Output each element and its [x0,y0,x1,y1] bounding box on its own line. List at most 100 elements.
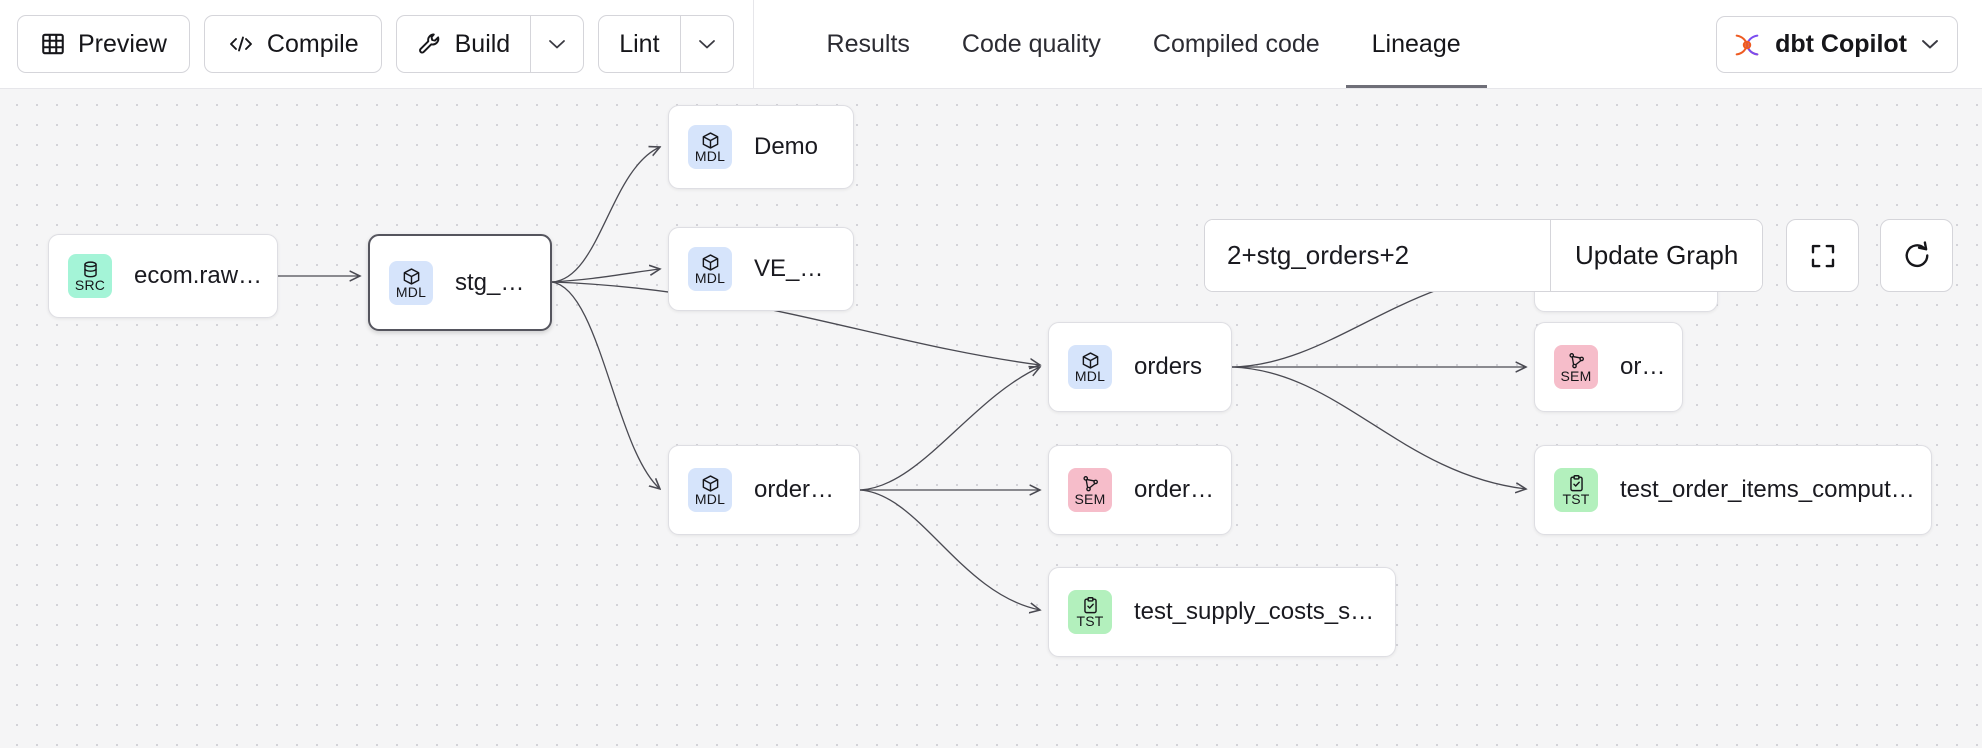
badge-text: MDL [694,491,726,507]
source-badge: SRC [68,254,112,298]
lineage-edges [278,89,1982,748]
lineage-node-stg-orders[interactable]: MDL stg_orders [368,234,552,331]
toolbar-divider [752,0,754,89]
lint-button-label: Lint [619,29,660,58]
lineage-node-ecom-raw-orders[interactable]: SRC ecom.raw_orders [48,234,278,318]
action-button-group: Preview Compile Build [0,0,734,88]
tab-code-quality-label: Code quality [961,29,1101,58]
tab-lineage-label: Lineage [1371,29,1461,58]
graph-selector-input[interactable] [1205,220,1550,291]
badge-text: TST [1076,613,1104,629]
lint-dropdown-toggle[interactable] [679,16,733,72]
node-label: test_order_items_compute_to_bools_c… [1620,476,1931,503]
test-badge: TST [1554,468,1598,512]
badge-text: MDL [694,148,726,164]
badge-text: SRC [74,277,106,293]
lint-button[interactable]: Lint [599,16,679,72]
lineage-node-ve-demo[interactable]: MDL VE_Demo [668,227,854,311]
node-label: test_supply_costs_sum_correctly [1134,598,1395,625]
update-graph-button[interactable]: Update Graph [1550,220,1763,291]
tab-results-label: Results [826,29,910,58]
badge-text: MDL [1074,368,1106,384]
node-label: order_items [754,476,859,503]
refresh-icon [1902,240,1932,271]
edge-orderItems-orders [859,367,1040,491]
cube-icon [402,267,421,286]
code-brackets-icon [227,32,255,56]
compile-button-label: Compile [266,29,359,58]
chevron-down-icon [697,36,717,53]
node-label: orders [1620,353,1682,380]
semantic-graph-icon [1567,351,1586,370]
fullscreen-icon [1808,241,1838,271]
lineage-node-orders-model[interactable]: MDL orders [1048,322,1232,412]
fullscreen-button[interactable] [1786,219,1859,292]
lineage-node-test-order-items[interactable]: TST test_order_items_compute_to_bools_c… [1534,445,1932,535]
clipboard-check-icon [1081,596,1100,615]
clipboard-check-icon [1567,474,1586,493]
update-graph-label: Update Graph [1575,240,1739,270]
tab-compiled-code[interactable]: Compiled code [1127,0,1346,88]
lineage-node-demo[interactable]: MDL Demo [668,105,854,189]
node-label: order_item [1134,476,1231,503]
edge-stgOrders-demo [551,147,660,283]
dbt-copilot-label: dbt Copilot [1775,30,1907,58]
edge-stgOrders-orders [551,281,1040,365]
preview-button[interactable]: Preview [17,15,190,73]
semantic-badge: SEM [1068,468,1112,512]
badge-text: TST [1562,491,1590,507]
lineage-node-test-supply-costs[interactable]: TST test_supply_costs_sum_correctly [1048,567,1396,657]
top-toolbar: Preview Compile Build [0,0,1982,89]
test-badge: TST [1068,590,1112,634]
build-button-label: Build [454,29,511,58]
lineage-canvas[interactable]: SRC ecom.raw_orders MDL stg_orders MDL D… [0,89,1982,748]
build-dropdown-toggle[interactable] [530,16,583,72]
refresh-button[interactable] [1880,219,1953,292]
lint-button-group: Lint [598,15,734,73]
cube-icon [1081,351,1100,370]
node-label: orders [1134,353,1203,380]
edge-orderItems-testSupply [859,489,1040,610]
edge-stgOrders-veDemo [551,269,660,283]
badge-text: SEM [1074,491,1106,507]
edge-orders-testOrderItems [1231,366,1526,489]
lineage-node-orders-semantic[interactable]: SEM orders [1534,322,1683,412]
edge-stgOrders-orderItems [551,281,660,489]
node-label: Demo [754,133,819,160]
model-badge: MDL [688,468,732,512]
chevron-down-icon [547,36,567,53]
build-button-group: Build [395,15,585,73]
lineage-node-order-items[interactable]: MDL order_items [668,445,860,535]
chevron-down-icon [1920,36,1940,53]
table-icon [40,31,66,57]
build-button[interactable]: Build [397,16,531,72]
tab-compiled-code-label: Compiled code [1152,29,1320,58]
graph-selector-group: Update Graph [1204,219,1764,292]
tab-bar: Results Code quality Compiled code Linea… [801,0,1487,88]
badge-text: MDL [395,283,427,300]
cube-icon [701,474,720,493]
semantic-badge: SEM [1554,345,1598,389]
lineage-node-order-item-semantic[interactable]: SEM order_item [1048,445,1232,535]
node-label: ecom.raw_orders [134,262,277,289]
badge-text: SEM [1560,368,1592,384]
semantic-graph-icon [1081,474,1100,493]
tab-results[interactable]: Results [801,0,936,88]
node-label: VE_Demo [754,255,853,282]
model-badge: MDL [688,125,732,169]
wrench-icon [417,31,443,57]
compile-button[interactable]: Compile [203,15,382,73]
model-badge: MDL [1068,345,1112,389]
dbt-copilot-icon [1732,30,1762,60]
dbt-copilot-button[interactable]: dbt Copilot [1716,16,1958,73]
preview-button-label: Preview [78,29,167,58]
tab-lineage[interactable]: Lineage [1345,0,1487,88]
model-badge: MDL [688,247,732,291]
database-icon [81,260,100,279]
model-badge: MDL [389,260,433,305]
badge-text: MDL [694,270,726,286]
tab-code-quality[interactable]: Code quality [936,0,1127,88]
node-label: stg_orders [455,268,550,296]
cube-icon [701,131,720,150]
cube-icon [701,253,720,272]
